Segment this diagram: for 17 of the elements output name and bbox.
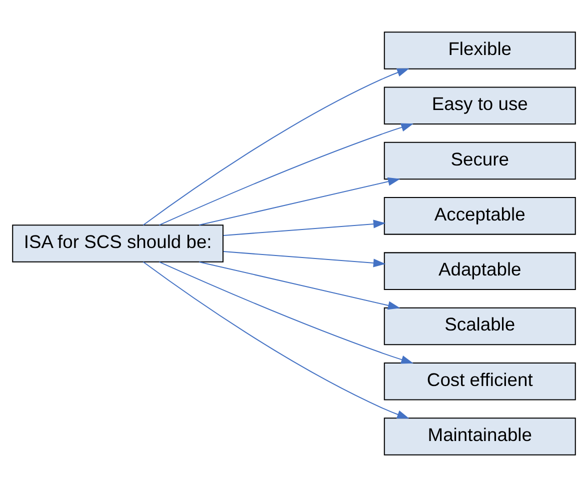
node-box: Easy to use (384, 86, 576, 125)
arrow (142, 261, 410, 419)
node-box: ISA for SCS should be: (12, 224, 224, 262)
node-box: Secure (384, 142, 576, 180)
arrow (199, 261, 400, 310)
node-box: Maintainable (384, 418, 576, 456)
arrow (223, 220, 386, 236)
arrow (159, 261, 414, 364)
arrow (142, 68, 410, 226)
arrow (199, 177, 400, 226)
node-box: Scalable (384, 307, 576, 346)
node-box: Adaptable (384, 252, 576, 290)
arrow (159, 123, 414, 226)
arrow (223, 251, 386, 268)
node-box: Flexible (384, 32, 576, 70)
node-box: Acceptable (384, 197, 576, 235)
node-box: Cost efficient (384, 362, 576, 400)
